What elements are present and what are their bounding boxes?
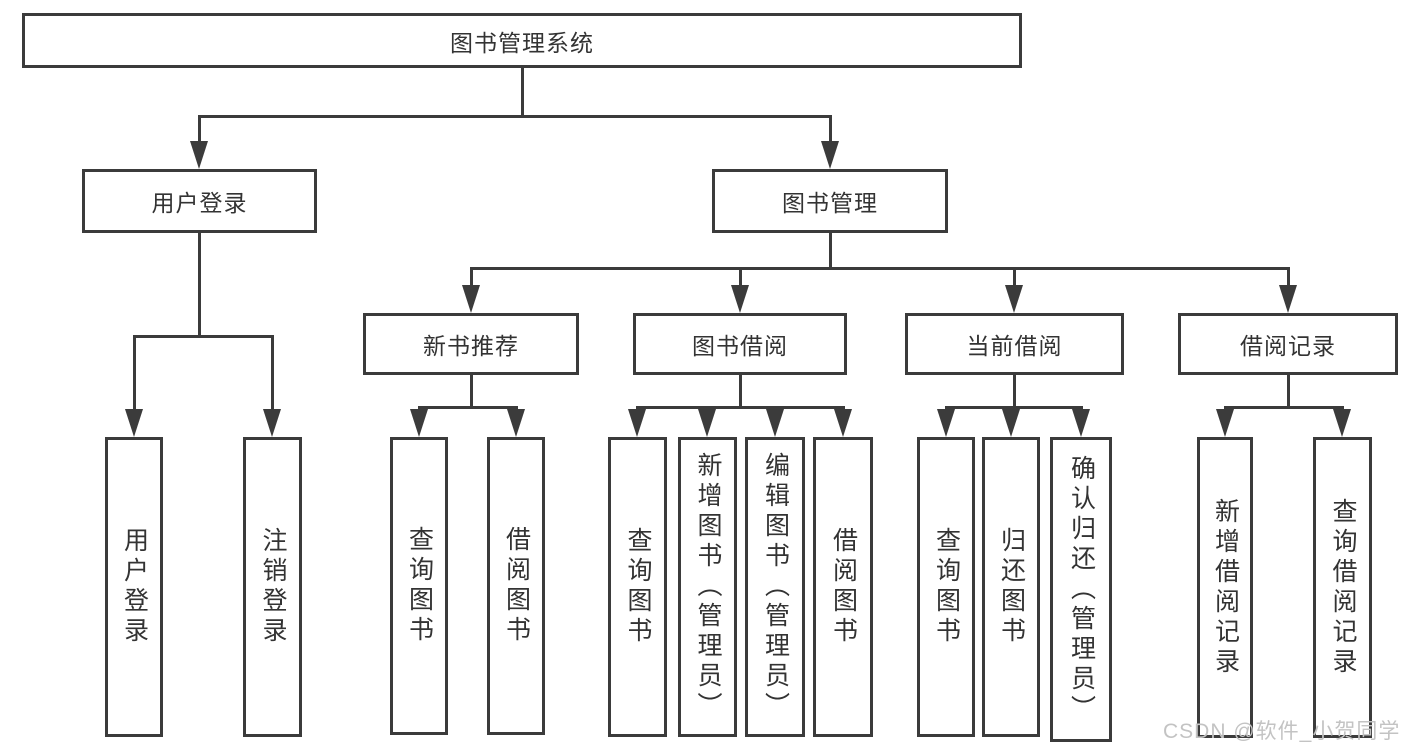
connector-hline (469, 267, 1290, 270)
connector-vline (520, 65, 524, 117)
leaf-query-borrow-record: 查询借阅记录 (1313, 437, 1372, 738)
arrow-down-icon (628, 409, 646, 437)
leaf-borrow-books-recommend: 借阅图书 (487, 437, 545, 735)
connector-vline (828, 231, 832, 270)
leaf-query-books-borrowing: 查询图书 (608, 437, 667, 737)
leaf-confirm-return-admin-label: 确认归还（管理员） (1067, 454, 1096, 725)
node-new-book-recommend: 新书推荐 (363, 313, 579, 375)
arrow-down-icon (834, 409, 852, 437)
arrow-down-icon (698, 409, 716, 437)
connector-vline (197, 231, 201, 338)
node-book-management-label: 图书管理 (782, 190, 878, 216)
connector-vline (469, 373, 473, 409)
connector-hline (132, 335, 274, 338)
watermark: CSDN @软件_小贺同学 (1163, 720, 1401, 743)
connector-vline (132, 335, 136, 412)
leaf-return-books: 归还图书 (982, 437, 1040, 737)
node-borrowing-records-label: 借阅记录 (1240, 333, 1336, 359)
node-book-management: 图书管理 (712, 169, 948, 233)
leaf-borrow-books-borrowing: 借阅图书 (813, 437, 873, 737)
leaf-query-borrow-record-label: 查询借阅记录 (1329, 497, 1357, 678)
leaf-borrow-books-borrowing-label: 借阅图书 (829, 527, 858, 647)
leaf-query-books-borrowing-label: 查询图书 (624, 527, 652, 647)
arrow-down-icon (410, 409, 428, 437)
connector-vline (197, 115, 201, 144)
leaf-logout: 注销登录 (243, 437, 302, 737)
leaf-return-books-label: 归还图书 (997, 527, 1026, 647)
connector-hline (635, 406, 845, 409)
arrow-down-icon (1005, 285, 1023, 313)
connector-vline (1012, 267, 1016, 288)
leaf-query-books-current: 查询图书 (917, 437, 975, 737)
connector-hline (944, 406, 1083, 409)
arrow-down-icon (263, 409, 281, 437)
node-new-book-recommend-label: 新书推荐 (423, 333, 519, 359)
node-root: 图书管理系统 (22, 13, 1022, 68)
connector-vline (738, 267, 742, 288)
leaf-query-books-current-label: 查询图书 (932, 527, 961, 647)
connector-vline (270, 335, 274, 412)
connector-vline (1286, 267, 1290, 288)
connector-hline (1223, 406, 1344, 409)
arrow-down-icon (731, 285, 749, 313)
leaf-confirm-return-admin: 确认归还（管理员） (1050, 437, 1112, 742)
arrow-down-icon (766, 409, 784, 437)
arrow-down-icon (507, 409, 525, 437)
connector-hline (417, 406, 518, 409)
arrow-down-icon (1002, 409, 1020, 437)
leaf-user-login-label: 用户登录 (120, 527, 149, 647)
arrow-down-icon (1279, 285, 1297, 313)
leaf-add-borrow-record: 新增借阅记录 (1197, 437, 1253, 738)
connector-vline (738, 373, 742, 409)
arrow-down-icon (125, 409, 143, 437)
leaf-add-books-admin: 新增图书（管理员） (678, 437, 737, 737)
leaf-query-books-recommend: 查询图书 (390, 437, 448, 735)
leaf-borrow-books-recommend-label: 借阅图书 (502, 526, 531, 646)
arrow-down-icon (821, 141, 839, 169)
leaf-user-login: 用户登录 (105, 437, 163, 737)
arrow-down-icon (937, 409, 955, 437)
connector-vline (828, 115, 832, 144)
node-book-borrowing: 图书借阅 (633, 313, 847, 375)
node-user-login: 用户登录 (82, 169, 317, 233)
arrow-down-icon (462, 285, 480, 313)
leaf-query-books-recommend-label: 查询图书 (405, 526, 434, 646)
node-current-borrowing: 当前借阅 (905, 313, 1124, 375)
node-book-borrowing-label: 图书借阅 (692, 333, 788, 359)
node-current-borrowing-label: 当前借阅 (966, 333, 1063, 359)
connector-vline (1286, 373, 1290, 409)
arrow-down-icon (190, 141, 208, 169)
node-user-login-label: 用户登录 (151, 190, 248, 216)
node-root-label: 图书管理系统 (450, 29, 594, 56)
arrow-down-icon (1072, 409, 1090, 437)
leaf-add-books-admin-label: 新增图书（管理员） (694, 452, 722, 722)
leaf-add-borrow-record-label: 新增借阅记录 (1211, 497, 1240, 678)
connector-vline (469, 267, 473, 288)
arrow-down-icon (1216, 409, 1234, 437)
arrow-down-icon (1333, 409, 1351, 437)
node-borrowing-records: 借阅记录 (1178, 313, 1398, 375)
leaf-edit-books-admin: 编辑图书（管理员） (745, 437, 805, 737)
leaf-edit-books-admin-label: 编辑图书（管理员） (761, 452, 790, 722)
connector-vline (1012, 373, 1016, 409)
leaf-logout-label: 注销登录 (259, 527, 287, 647)
connector-hline (197, 115, 832, 118)
